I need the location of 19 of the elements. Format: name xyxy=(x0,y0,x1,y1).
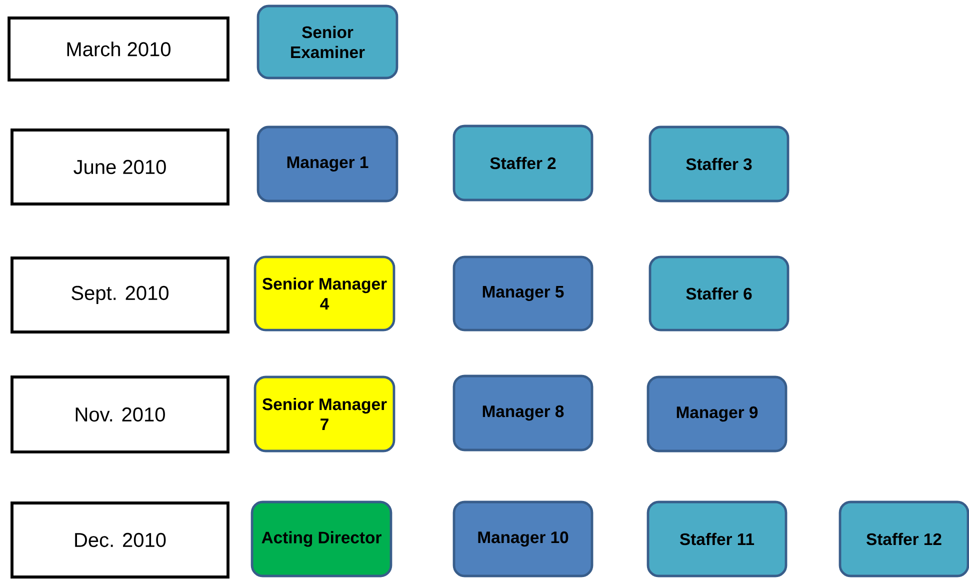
role-box: Manager 9 xyxy=(646,376,788,452)
role-box: Manager 8 xyxy=(452,374,594,452)
role-box: Manager 10 xyxy=(452,500,594,578)
role-box: Senior Examiner xyxy=(256,4,398,80)
role-box: Senior Manager 4 xyxy=(254,256,396,332)
role-box: Staffer 12 xyxy=(838,500,969,578)
role-box: Staffer 3 xyxy=(648,126,790,202)
role-box: Acting Director xyxy=(250,500,392,578)
role-box: Senior Manager 7 xyxy=(254,376,396,452)
role-box: Manager 1 xyxy=(256,126,398,202)
role-box: Staffer 6 xyxy=(648,256,790,332)
role-box: Staffer 11 xyxy=(646,500,788,578)
role-box: Manager 5 xyxy=(452,256,594,332)
role-box: Staffer 2 xyxy=(452,124,594,202)
date-box: Nov. 2010 xyxy=(10,376,230,454)
date-box: Dec. 2010 xyxy=(10,502,230,578)
date-box: March 2010 xyxy=(8,16,230,82)
date-box: June 2010 xyxy=(10,128,230,206)
date-box: Sept. 2010 xyxy=(10,256,230,334)
